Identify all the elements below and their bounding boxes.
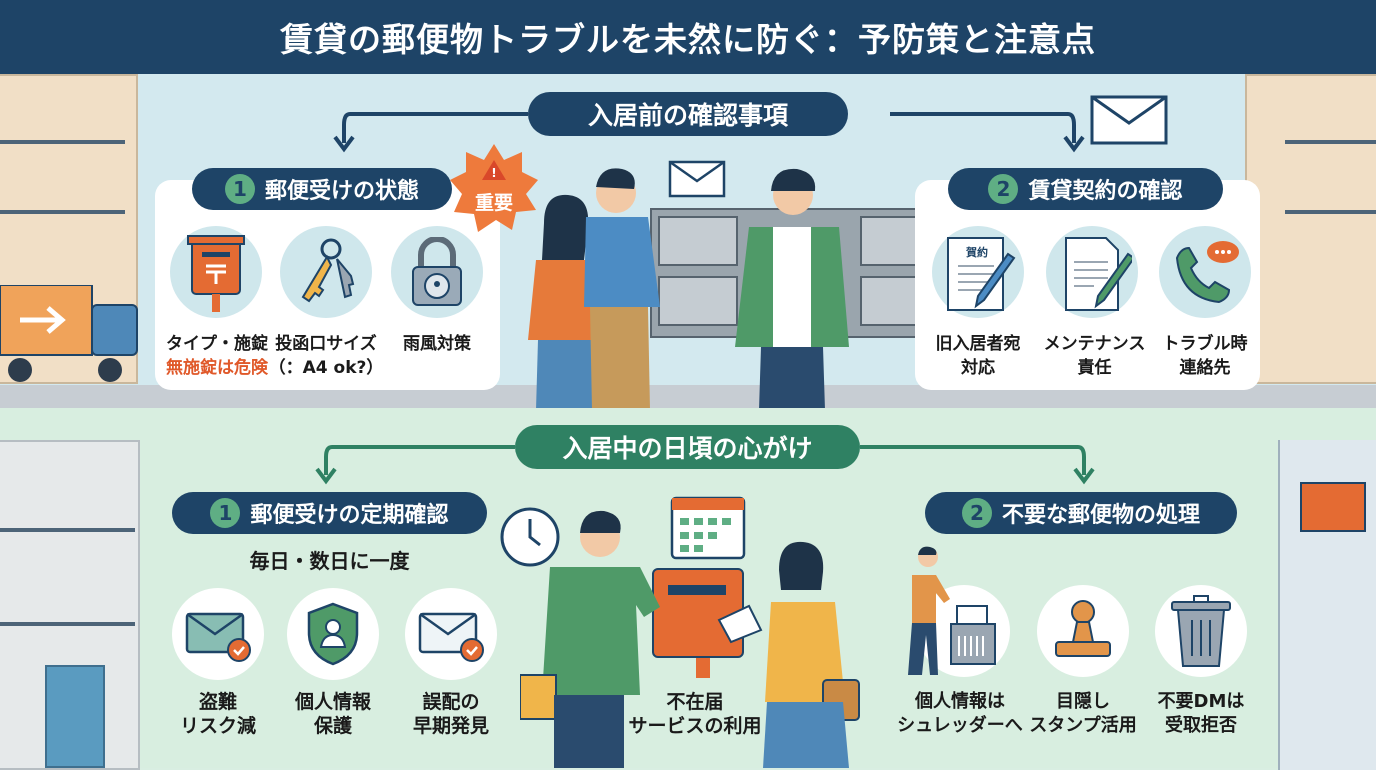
item-label: 保護: [313, 715, 352, 737]
mailbox-slot: [860, 216, 918, 266]
resident-illustration: [735, 165, 850, 410]
item-label: シュレッダーへ: [897, 715, 1023, 736]
item-label: メンテナンス: [1043, 334, 1146, 354]
item-label: 投函口サイズ: [275, 334, 377, 354]
document-pen-icon: [1046, 226, 1138, 318]
balcony-rail: [1285, 210, 1376, 214]
envelope-icon: [668, 160, 726, 198]
card-title: 郵便受けの状態: [264, 179, 419, 204]
mailbox-slot: [668, 585, 726, 595]
balcony-rail: [0, 528, 135, 532]
trash-can-icon: [1155, 585, 1247, 677]
item-label: 誤配の: [422, 691, 480, 713]
absence-notice-label: サービスの利用: [628, 715, 762, 737]
section-heading-during-residence: 入居中の日頃の心がけ: [515, 425, 860, 469]
card-title: 不要な郵便物の処理: [1001, 503, 1200, 528]
calendar-icon: [668, 490, 748, 562]
balcony-rail: [0, 622, 135, 626]
item-label: 対応: [961, 358, 995, 378]
step-number: 2: [961, 498, 992, 528]
balcony-rail: [1285, 140, 1376, 144]
step-number: 1: [210, 498, 241, 528]
envelope-icon: [1090, 95, 1170, 145]
absence-notice-label: 不在届: [666, 691, 724, 713]
page-title: 賃貸の郵便物トラブルを未然に防ぐ：予防策と注意点: [0, 0, 1376, 74]
item-note: （：A4 ok?）: [268, 358, 384, 378]
padlock-icon: [391, 226, 483, 318]
badge-label: 重要: [474, 192, 513, 214]
mailbox-icon: [170, 226, 262, 318]
card-title: 賃貸契約の確認: [1028, 179, 1183, 204]
contract-icon: 賀約: [932, 226, 1024, 318]
item-label: 責任: [1077, 358, 1112, 378]
mail-check-icon: [405, 588, 497, 680]
man-illustration: [520, 505, 660, 768]
item-label: 不要DMは: [1157, 691, 1245, 712]
mailbox-sign-icon: [1300, 482, 1366, 532]
item-label: スタンプ活用: [1029, 715, 1137, 736]
building-right: [1245, 74, 1376, 384]
contract-doc-label: 賀約: [965, 245, 988, 259]
step-number: 1: [224, 174, 255, 204]
item-label: 盗難: [198, 691, 237, 713]
section-arrows: [333, 112, 1085, 153]
delivery-truck-icon: [0, 285, 150, 390]
item-label: タイプ・施錠: [166, 334, 268, 354]
shield-user-icon: [287, 588, 379, 680]
person-shredding-illustration: [902, 545, 952, 680]
phone-icon: [1159, 226, 1251, 318]
item-label: 雨風対策: [403, 334, 471, 354]
clock-icon: [498, 505, 562, 569]
item-label: 旧入居者宛: [935, 334, 1021, 354]
woman-illustration: [715, 530, 865, 768]
svg-text:!: !: [491, 166, 496, 180]
regular-check-header: 1 郵便受けの定期確認: [172, 492, 487, 534]
item-label: リスク減: [179, 715, 256, 737]
keys-icon: [280, 226, 372, 318]
unwanted-mail-header: 2 不要な郵便物の処理: [925, 492, 1237, 534]
item-label: 受取拒否: [1165, 715, 1237, 736]
mail-check-icon: [172, 588, 264, 680]
balcony-rail: [0, 210, 125, 214]
mailbox-slot: [860, 276, 918, 326]
check-frequency: 毎日・数日に一度: [249, 549, 410, 573]
item-label: 連絡先: [1179, 358, 1231, 378]
building-door: [45, 665, 105, 768]
section-heading-before-move-in: 入居前の確認事項: [528, 92, 848, 136]
stamp-icon: [1037, 585, 1129, 677]
section-arrows: [315, 445, 1095, 485]
item-label: 目隠し: [1056, 691, 1110, 712]
mailbox-slot: [658, 216, 738, 266]
mailbox-post: [696, 658, 710, 678]
item-label: トラブル時: [1162, 334, 1248, 354]
card-title: 郵便受けの定期確認: [250, 503, 449, 528]
item-label: 個人情報: [294, 691, 371, 713]
item-label: 個人情報は: [915, 691, 1005, 712]
step-number: 2: [988, 174, 1019, 204]
balcony-rail: [0, 140, 125, 144]
street: [0, 385, 1376, 408]
item-label: 早期発見: [412, 715, 489, 737]
mailbox-condition-header: 1 郵便受けの状態: [192, 168, 452, 210]
contract-check-header: 2 賃貸契約の確認: [948, 168, 1223, 210]
item-warning: 無施錠は危険: [166, 358, 268, 378]
important-badge: ! 重要: [448, 142, 540, 234]
couple-illustration: [528, 165, 698, 410]
